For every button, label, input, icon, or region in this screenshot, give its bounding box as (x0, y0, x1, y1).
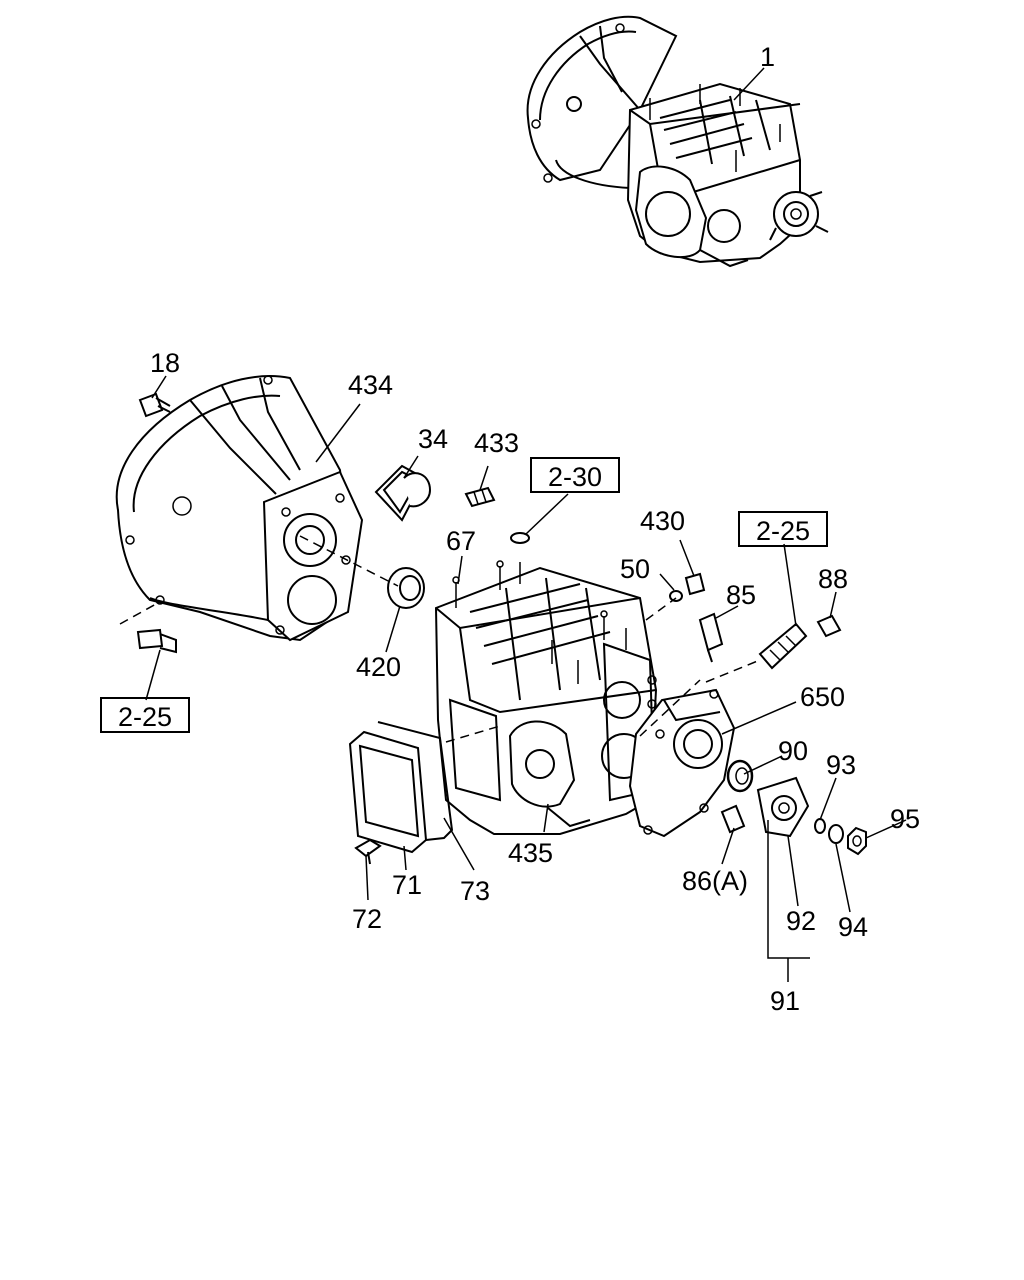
part-72-bolt (354, 838, 382, 865)
leader-lines (145, 67, 907, 982)
reference-2-30-label[interactable]: 2-30 (548, 462, 602, 492)
callout-71[interactable]: 71 (392, 870, 422, 900)
reference-box-2-25-top[interactable] (738, 511, 828, 547)
callout-67[interactable]: 67 (446, 526, 476, 556)
part-430-bolt (684, 572, 706, 596)
callout-430[interactable]: 430 (640, 506, 685, 536)
callout-94[interactable]: 94 (838, 912, 868, 942)
clutch-housing (115, 375, 364, 642)
speedometer-sleeve (758, 622, 808, 670)
callout-95[interactable]: 95 (890, 804, 920, 834)
part-94-washer (828, 824, 844, 844)
callout-434[interactable]: 434 (348, 370, 393, 400)
plug-cap (510, 532, 530, 544)
callout-93[interactable]: 93 (826, 750, 856, 780)
part-93-oring (814, 818, 826, 834)
reference-box-2-25-left[interactable] (100, 697, 190, 733)
reference-box-2-30[interactable] (530, 457, 620, 493)
part-420-seal (387, 567, 425, 609)
callout-92[interactable]: 92 (786, 906, 816, 936)
callout-90[interactable]: 90 (778, 736, 808, 766)
bolt-18 (138, 392, 171, 418)
callout-420[interactable]: 420 (356, 652, 401, 682)
part-90-seal (726, 759, 754, 793)
part-95-nut (847, 826, 867, 856)
part-50-washer (669, 590, 683, 602)
callout-435[interactable]: 435 (508, 838, 553, 868)
callout-72[interactable]: 72 (352, 904, 382, 934)
part-85-switch (698, 612, 724, 663)
part-88-bolt (816, 614, 842, 638)
callout-433[interactable]: 433 (474, 428, 519, 458)
callout-86a[interactable]: 86(A) (682, 866, 748, 896)
callout-50[interactable]: 50 (620, 554, 650, 584)
part-650-extension-housing (628, 688, 736, 838)
part-71-cover (348, 730, 428, 854)
part-86a-bolt (720, 804, 746, 834)
callout-85[interactable]: 85 (726, 580, 756, 610)
callout-18[interactable]: 18 (150, 348, 180, 378)
transmission-case (434, 560, 658, 835)
part-34-boot (374, 464, 432, 522)
part-92-flange (756, 776, 810, 838)
callout-73[interactable]: 73 (460, 876, 490, 906)
bolt-lower-left (136, 628, 177, 654)
callout-34[interactable]: 34 (418, 424, 448, 454)
reference-2-25-left-label[interactable]: 2-25 (118, 702, 172, 732)
callout-91[interactable]: 91 (770, 986, 800, 1016)
callout-88[interactable]: 88 (818, 564, 848, 594)
reference-2-25-top-label[interactable]: 2-25 (756, 516, 810, 546)
transmission-assembly (526, 15, 829, 268)
callout-1[interactable]: 1 (760, 42, 775, 72)
part-73-gasket (377, 721, 454, 841)
callout-650[interactable]: 650 (800, 682, 845, 712)
assembly-lines (119, 535, 761, 743)
part-433-plate (464, 486, 496, 508)
